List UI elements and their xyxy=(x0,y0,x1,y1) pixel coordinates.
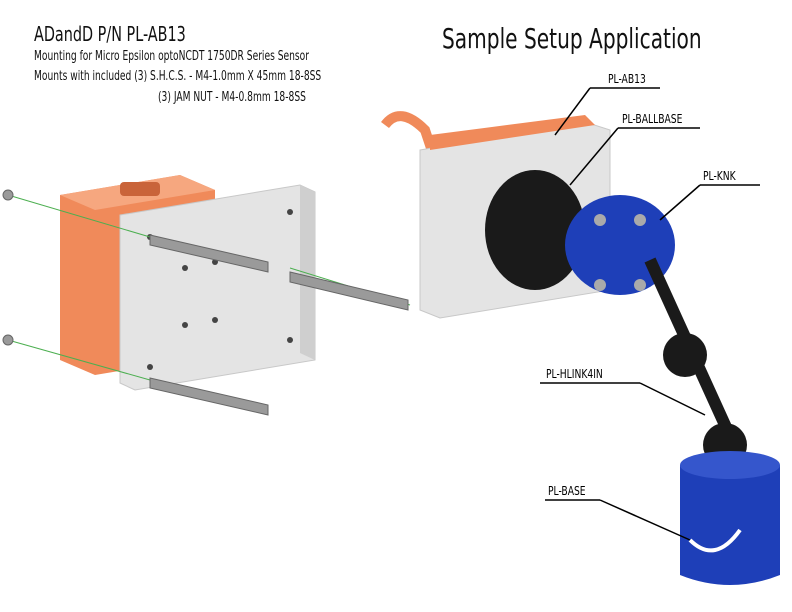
ball-base xyxy=(485,170,585,290)
callout-pl-hlink4in: PL-HLINK4IN xyxy=(546,367,603,381)
knuckle-clamp xyxy=(565,195,675,295)
setup-illustration xyxy=(381,111,780,585)
description-line: Mounts with included (3) S.H.C.S. - M4-1… xyxy=(34,69,322,84)
product-title: ADandD P/N PL-AB13 xyxy=(34,22,186,46)
callout-pl-ballbase: PL-BALLBASE xyxy=(622,112,683,126)
setup-heading: Sample Setup Application xyxy=(442,22,702,55)
description-line: (3) JAM NUT - M4-0.8mm 18-8SS xyxy=(158,90,306,105)
exploded-view xyxy=(2,175,411,416)
mounting-plate xyxy=(119,184,316,391)
callout-pl-base: PL-BASE xyxy=(548,484,586,498)
base xyxy=(680,451,780,585)
screws xyxy=(2,189,409,416)
callout-leaders xyxy=(540,87,760,541)
description-line: Mounting for Micro Epsilon optoNCDT 1750… xyxy=(34,49,310,64)
callout-pl-knk: PL-KNK xyxy=(703,169,736,183)
callout-pl-ab13: PL-AB13 xyxy=(608,72,646,86)
